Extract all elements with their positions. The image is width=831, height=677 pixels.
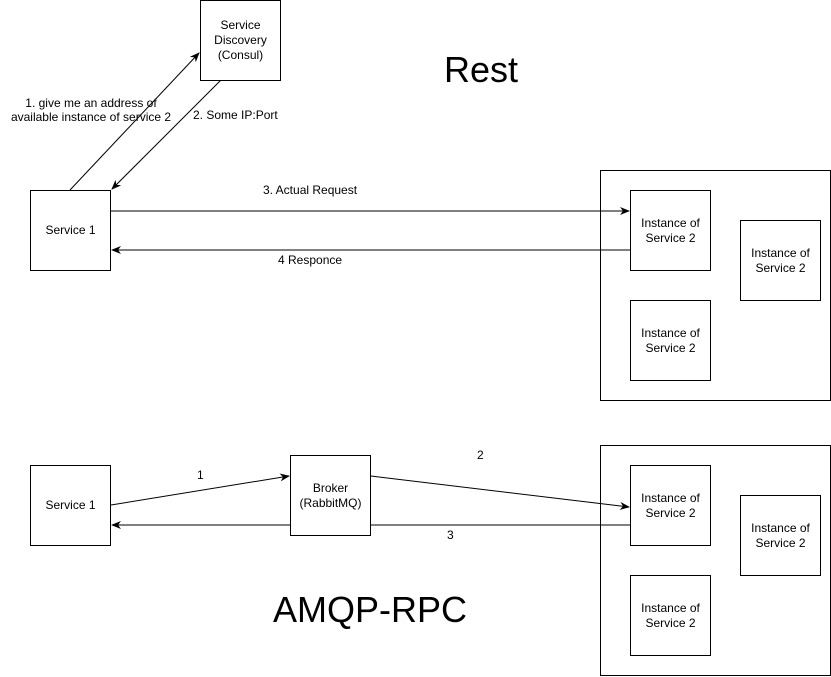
amqp-step3-label: 3 <box>447 528 454 542</box>
amqp-instance-2: Instance of Service 2 <box>740 495 821 576</box>
amqp-service1-box: Service 1 <box>30 465 111 546</box>
rest-instance-3: Instance of Service 2 <box>630 300 711 381</box>
broker-box: Broker (RabbitMQ) <box>290 455 371 536</box>
amqp-instance-1: Instance of Service 2 <box>630 465 711 546</box>
rest-title: Rest <box>444 49 519 90</box>
arrow-amqp-step2 <box>370 475 630 510</box>
rest-step1-label: 1. give me an address of available insta… <box>10 96 172 124</box>
rest-step3-label: 3. Actual Request <box>263 183 358 197</box>
rest-service1-box: Service 1 <box>30 190 111 271</box>
rest-step2-label: 2. Some IP:Port <box>193 108 278 122</box>
rest-step4-label: 4 Responce <box>278 253 343 267</box>
arrow-amqp-step1 <box>110 473 290 506</box>
service-discovery-box: Service Discovery (Consul) <box>200 0 281 81</box>
arrow-rest-step1 <box>69 52 200 191</box>
rest-instance-2: Instance of Service 2 <box>740 220 821 301</box>
amqp-instance-3: Instance of Service 2 <box>630 575 711 656</box>
amqp-step1-label: 1 <box>197 468 204 482</box>
arrow-rest-step2 <box>111 79 222 190</box>
amqp-step2-label: 2 <box>477 448 484 462</box>
amqp-title: AMQP-RPC <box>273 589 468 630</box>
rest-instance-1: Instance of Service 2 <box>630 190 711 271</box>
